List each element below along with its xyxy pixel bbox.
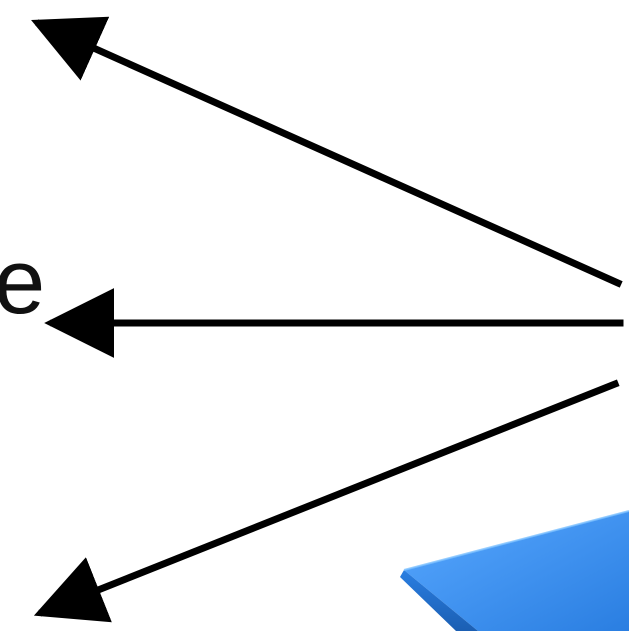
partial-label-e: e — [0, 231, 46, 333]
arrow-lower-left — [33, 379, 620, 623]
blue-block-shape — [400, 510, 629, 631]
arrow-upper-left — [31, 16, 623, 288]
